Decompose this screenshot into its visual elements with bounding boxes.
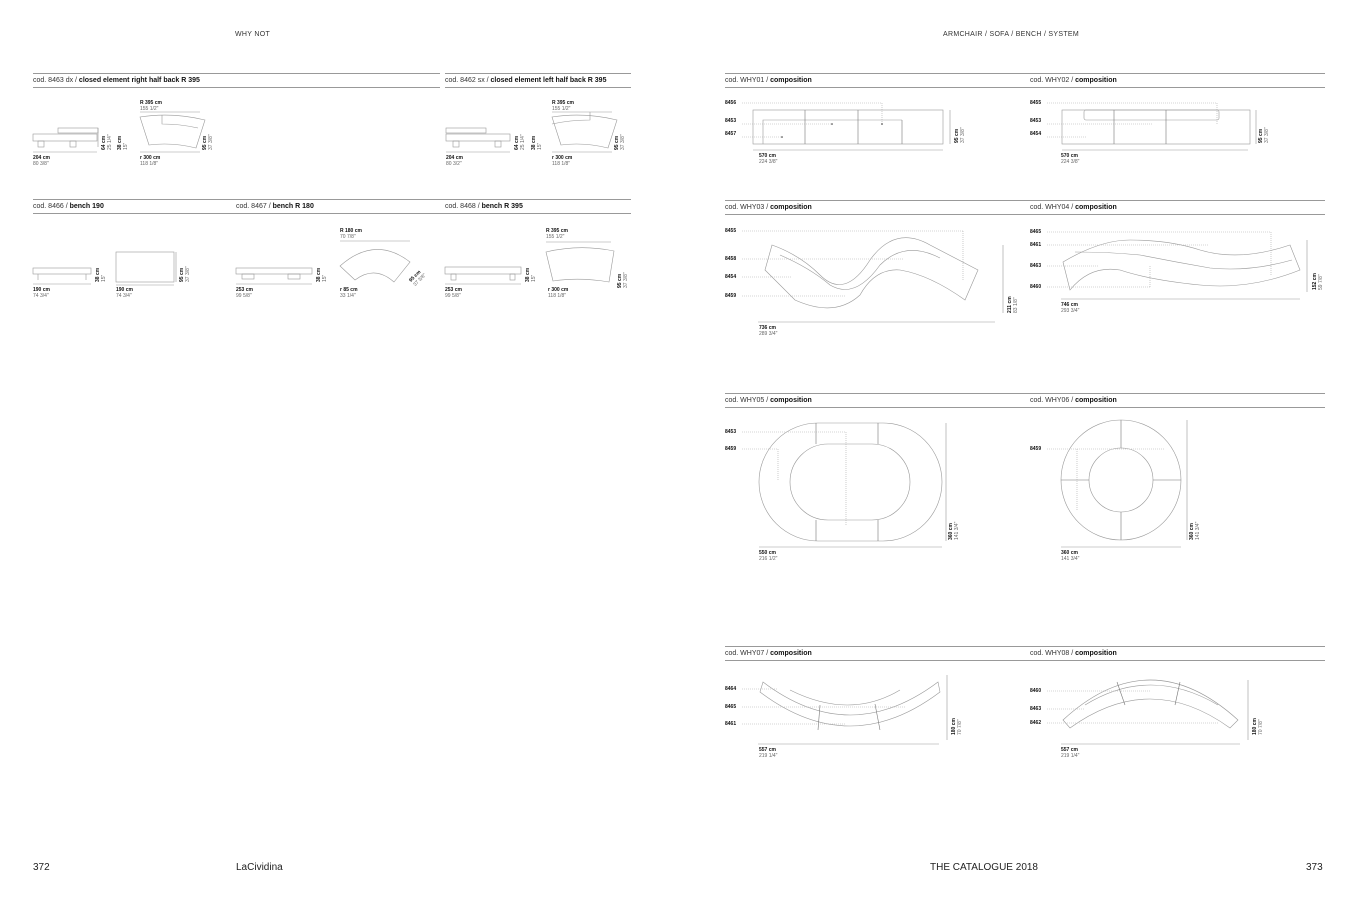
drawing-why08 xyxy=(1047,679,1249,745)
drawing-why04 xyxy=(1047,231,1308,300)
product-header: cod. 8463 dx / closed element right half… xyxy=(33,73,440,88)
element-code: 8464 xyxy=(725,686,737,692)
drawing-why05 xyxy=(742,422,947,548)
element-code: 8454 xyxy=(1030,131,1042,137)
element-code: 8459 xyxy=(725,293,737,299)
element-code: 8461 xyxy=(1030,242,1042,248)
element-code: 8463 xyxy=(1030,706,1042,712)
element-code: 8461 xyxy=(725,721,737,727)
running-header-right: ARMCHAIR / SOFA / BENCH / SYSTEM xyxy=(943,31,1080,38)
drawing-8462 xyxy=(445,111,618,153)
drawing-8468 xyxy=(444,241,615,285)
element-code: 8454 xyxy=(725,274,737,280)
composition-header: cod. WHY07 / composition xyxy=(725,646,1030,661)
drawing-8467 xyxy=(235,240,411,285)
element-code: 8458 xyxy=(725,256,737,262)
element-code: 8460 xyxy=(1030,688,1042,694)
composition-header: cod. WHY01 / composition xyxy=(725,73,1030,88)
composition-header: cod. WHY04 / composition xyxy=(1030,200,1325,215)
composition-header: cod. WHY03 / composition xyxy=(725,200,1030,215)
composition-header: cod. WHY02 / composition xyxy=(1030,73,1325,88)
drawing-why03 xyxy=(742,230,1004,323)
product-header: cod. 8462 sx / closed element left half … xyxy=(445,73,631,88)
brand-name: LaCividina xyxy=(236,862,283,873)
element-code: 8465 xyxy=(725,704,737,710)
drawing-8463 xyxy=(32,111,206,153)
element-code: 8455 xyxy=(725,228,737,234)
composition-header: cod. WHY06 / composition xyxy=(1030,393,1325,408)
running-header-left: WHY NOT xyxy=(235,31,271,38)
drawing-why01 xyxy=(742,102,951,151)
drawing-why02 xyxy=(1047,102,1257,151)
element-code: 8463 xyxy=(1030,263,1042,269)
product-header: cod. 8466 / bench 190 xyxy=(33,199,236,214)
element-code: 8457 xyxy=(725,131,737,137)
product-header: cod. 8467 / bench R 180 xyxy=(236,199,445,214)
element-code: 8453 xyxy=(725,429,737,435)
element-code: 8453 xyxy=(725,118,737,124)
page-number-left: 372 xyxy=(33,862,50,873)
element-code: 8460 xyxy=(1030,284,1042,290)
composition-header: cod. WHY05 / composition xyxy=(725,393,1030,408)
catalogue-title: THE CATALOGUE 2018 xyxy=(930,862,1038,873)
element-code: 8453 xyxy=(1030,118,1042,124)
element-code: 8455 xyxy=(1030,100,1042,106)
drawing-why06 xyxy=(1047,419,1188,548)
element-code: 8465 xyxy=(1030,229,1042,235)
element-code: 8459 xyxy=(1030,446,1042,452)
drawing-why07 xyxy=(742,675,948,745)
page-number-right: 373 xyxy=(1306,862,1323,873)
element-code: 8456 xyxy=(725,100,737,106)
drawing-8466 xyxy=(32,251,177,286)
composition-header: cod. WHY08 / composition xyxy=(1030,646,1325,661)
element-code: 8459 xyxy=(725,446,737,452)
element-code: 8462 xyxy=(1030,720,1042,726)
product-header: cod. 8468 / bench R 395 xyxy=(445,199,631,214)
